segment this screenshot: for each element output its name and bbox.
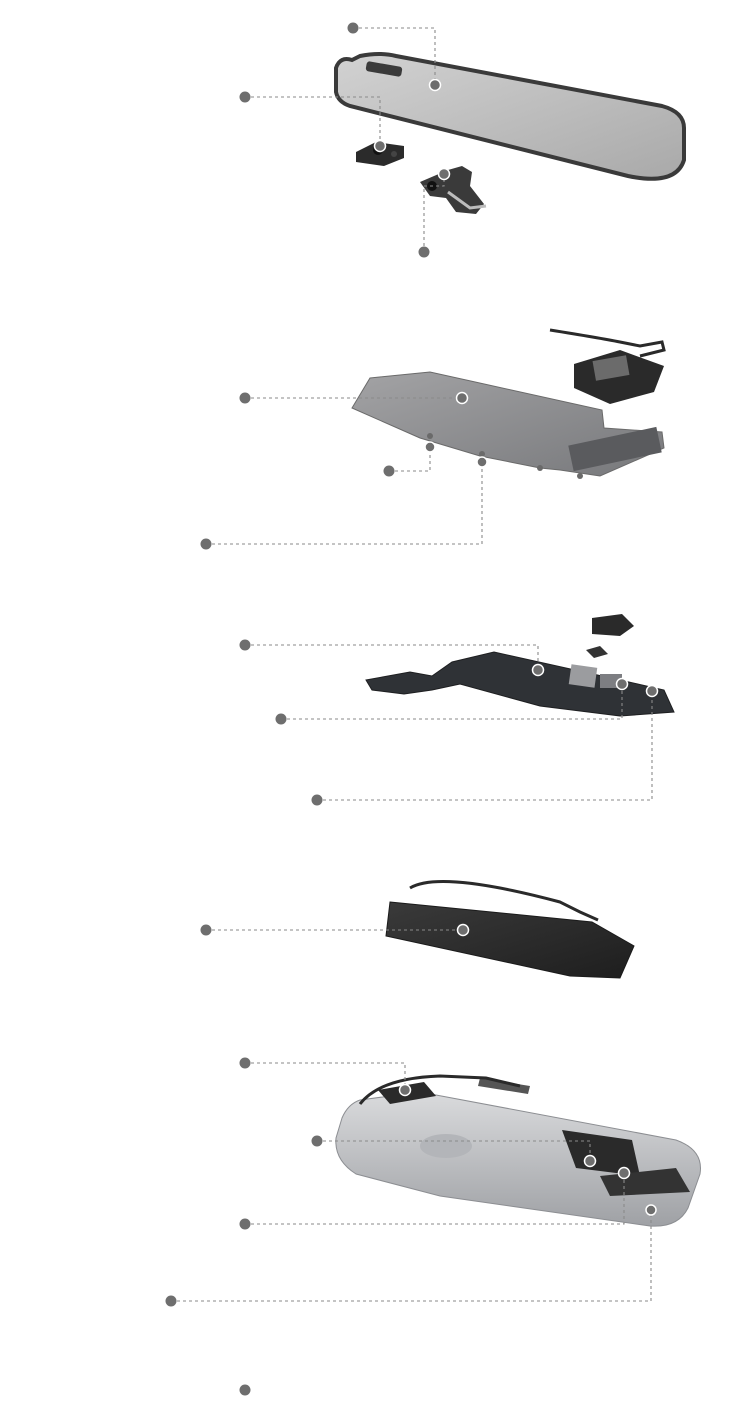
callout-dot-6-target[interactable] — [476, 456, 488, 468]
callout-dot-2[interactable] — [239, 91, 251, 103]
callout-dot-2-target[interactable] — [373, 139, 387, 153]
leader-2 — [245, 96, 381, 146]
taptic-engine — [592, 614, 634, 636]
leader-1 — [353, 27, 436, 85]
callout-dot-7[interactable] — [239, 639, 251, 651]
callout-dot-12-target[interactable] — [583, 1154, 597, 1168]
leader-14 — [171, 1210, 652, 1302]
callout-dot-9[interactable] — [311, 794, 323, 806]
logic-board-shield — [351, 328, 666, 479]
callout-dot-13[interactable] — [239, 1218, 251, 1230]
face-id-cable-module — [420, 166, 487, 214]
display-assembly — [334, 52, 686, 214]
callout-dot-3-target[interactable] — [437, 167, 451, 181]
callout-dot-5[interactable] — [383, 465, 395, 477]
housing-internal-components — [378, 1078, 690, 1196]
shield-screw-tabs — [427, 433, 583, 479]
callout-dot-8-target[interactable] — [615, 677, 629, 691]
callout-dot-9-target[interactable] — [645, 684, 659, 698]
small-flex-cable — [586, 646, 608, 658]
speaker-cable — [549, 328, 666, 358]
callout-dot-10-target[interactable] — [456, 923, 470, 937]
callout-dot-7-target[interactable] — [531, 663, 545, 677]
callout-dot-6[interactable] — [200, 538, 212, 550]
loudspeaker-module — [574, 350, 664, 404]
callout-dot-11-target[interactable] — [398, 1083, 412, 1097]
housing-flex-cable — [358, 1074, 521, 1105]
callout-dot-3[interactable] — [418, 246, 430, 258]
display-panel — [334, 52, 686, 181]
housing-logo-area — [420, 1134, 472, 1158]
callout-dots — [165, 22, 659, 1396]
rear-housing — [335, 1074, 701, 1227]
battery — [385, 880, 635, 979]
logic-board — [365, 614, 675, 717]
callout-dot-4[interactable] — [239, 392, 251, 404]
display-notch — [365, 61, 403, 77]
shield-bracket — [568, 426, 662, 472]
callout-dot-1[interactable] — [347, 22, 359, 34]
main-logic-board — [365, 651, 675, 717]
leader-7 — [245, 644, 539, 670]
sim-tray-reader — [568, 664, 598, 688]
callout-dot-5-target[interactable] — [424, 441, 436, 453]
callout-dot-12[interactable] — [311, 1135, 323, 1147]
leader-6 — [206, 462, 483, 545]
callout-dot-4-target[interactable] — [455, 391, 469, 405]
leader-lines — [171, 27, 653, 1302]
callout-dot-13-target[interactable] — [617, 1166, 631, 1180]
callout-dot-10[interactable] — [200, 924, 212, 936]
callout-dot-8[interactable] — [275, 713, 287, 725]
callout-dot-11[interactable] — [239, 1057, 251, 1069]
leader-12 — [317, 1140, 591, 1161]
battery-flex-cable — [409, 880, 599, 922]
leader-13 — [245, 1173, 625, 1225]
callout-dot-14[interactable] — [165, 1295, 177, 1307]
housing-shell — [335, 1091, 701, 1227]
battery-cell — [385, 901, 635, 979]
callout-dot-14-target[interactable] — [645, 1204, 657, 1216]
callout-dot-15[interactable] — [239, 1384, 251, 1396]
leader-11 — [245, 1062, 406, 1090]
leader-5 — [389, 447, 431, 472]
callout-dot-1-target[interactable] — [428, 78, 442, 92]
